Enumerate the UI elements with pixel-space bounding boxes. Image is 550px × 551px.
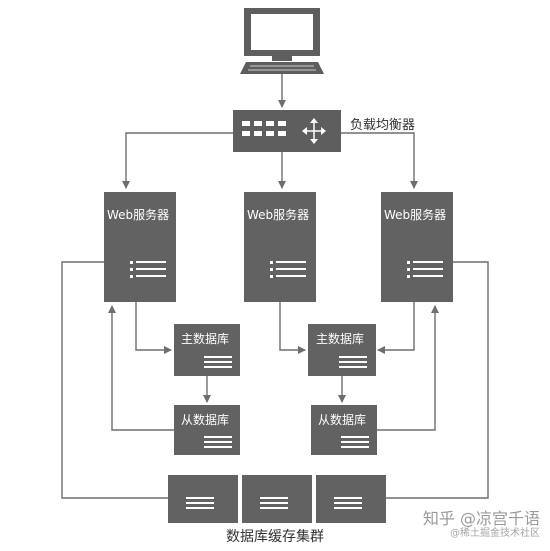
- connector-web1-cache: [61, 261, 168, 499]
- cache-server-box: [168, 475, 238, 523]
- cache-server-box: [316, 475, 386, 523]
- web-server-box: [381, 192, 453, 302]
- watermark-main: 知乎 @凉宫千语: [422, 509, 540, 529]
- slave-db-label: 从数据库: [181, 413, 230, 427]
- connector-web2-master2: [279, 302, 306, 354]
- web-server-label: Web服务器: [384, 208, 447, 222]
- watermark-sub: @稀土掘金技术社区: [450, 528, 540, 539]
- database-box: [308, 324, 376, 376]
- connector-web1-master1: [135, 302, 172, 354]
- web-server-label: Web服务器: [247, 208, 310, 222]
- watermark: 知乎 @凉宫千语 @稀土掘金技术社区: [423, 510, 540, 539]
- computer-icon: [240, 8, 324, 74]
- connector-slave2-web3: [377, 305, 439, 431]
- connector-web3-master2: [377, 302, 415, 354]
- master-db-label: 主数据库: [181, 332, 230, 346]
- connector-slave1-web1: [108, 305, 174, 431]
- database-box: [174, 405, 240, 455]
- web-server-label: Web服务器: [107, 208, 170, 222]
- load-balancer-icon: [233, 110, 341, 152]
- database-box: [311, 405, 377, 455]
- connector-lb-web1: [122, 132, 233, 189]
- database-box: [174, 324, 240, 376]
- load-balancer-label: 负载均衡器: [350, 118, 416, 133]
- slave-db-label: 从数据库: [318, 413, 367, 427]
- web-server-box: [104, 192, 176, 302]
- web-server-box: [244, 192, 316, 302]
- cache-cluster-label: 数据库缓存集群: [226, 529, 324, 545]
- master-db-label: 主数据库: [316, 332, 365, 346]
- connector-web3-cache: [386, 261, 489, 499]
- cache-server-box: [242, 475, 312, 523]
- connector-lb-web3: [341, 132, 418, 189]
